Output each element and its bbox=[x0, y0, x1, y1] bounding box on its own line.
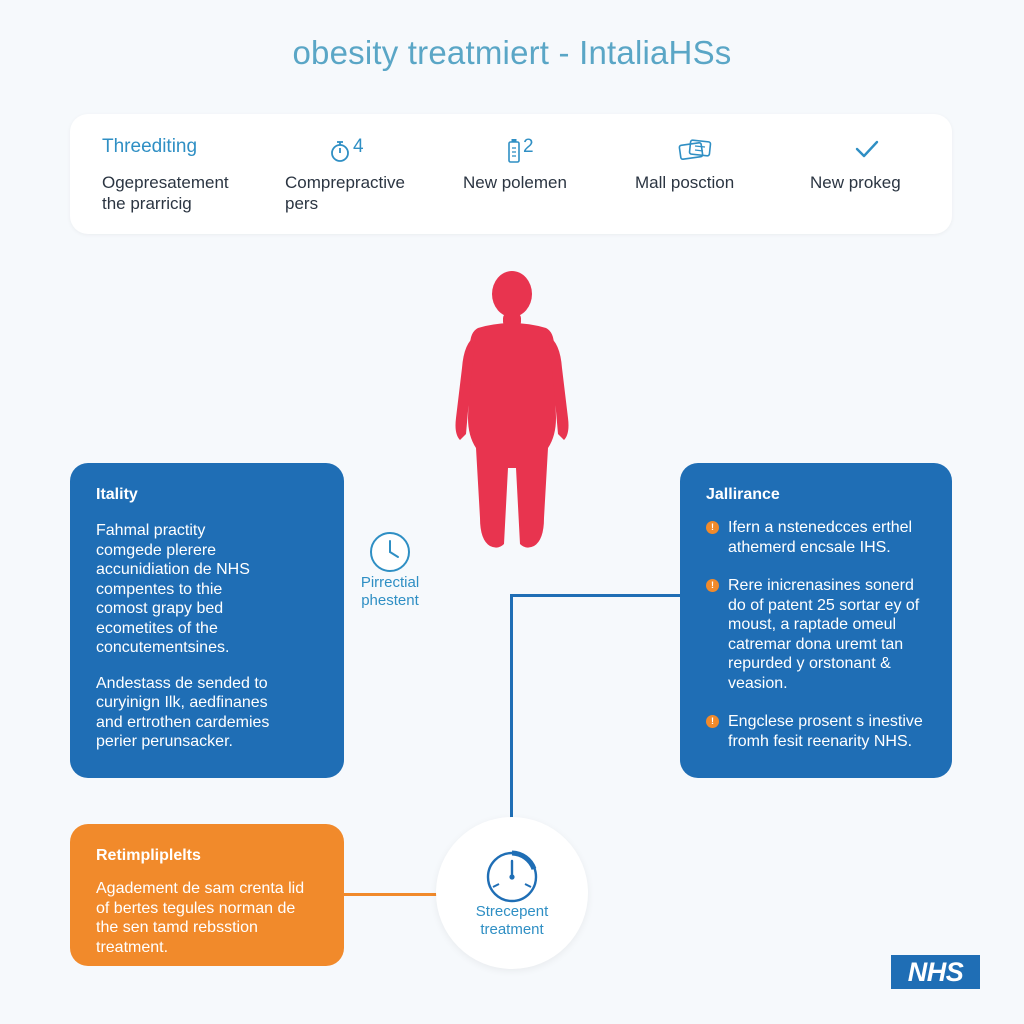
right-info-card: Jallirance ! Ifern a nstenedcces erthel … bbox=[680, 463, 952, 778]
summary-item-text: Ogepresatement the prarricig bbox=[102, 173, 229, 213]
summary-item-text: New polemen bbox=[463, 173, 567, 192]
orange-info-card: Retimpliplelts Agadement de sam crenta l… bbox=[70, 824, 344, 966]
card-paragraph: Fahmal practity comgede plerere accunidi… bbox=[96, 522, 250, 656]
summary-bar: Threediting Ogepresatement the prarricig… bbox=[70, 114, 952, 234]
connector-line bbox=[344, 893, 438, 896]
summary-item-3: 2 New polemen bbox=[463, 114, 575, 234]
connector-line bbox=[510, 594, 513, 819]
ticket-icon bbox=[678, 139, 712, 161]
card-paragraph: Agadement de sam crenta lid of bertes te… bbox=[96, 880, 305, 956]
summary-item-4: Mall posction bbox=[635, 114, 747, 234]
summary-item-count: 2 bbox=[523, 136, 534, 157]
summary-item-text: Comprepractive pers bbox=[285, 173, 405, 213]
timer-icon bbox=[331, 141, 349, 162]
card-title: Itality bbox=[96, 486, 138, 503]
bullet-item: ! Rere inicrenasines sonerd do of patent… bbox=[706, 576, 926, 693]
card-paragraph: Andestass de sended to curyinign Ilk, ae… bbox=[96, 674, 270, 751]
card-title: Jallirance bbox=[706, 486, 780, 503]
bullet-item: ! Engclese prosent s inestive fromh fesi… bbox=[706, 712, 926, 751]
summary-item-5: New prokeg bbox=[810, 114, 915, 234]
clock-icon bbox=[370, 532, 410, 572]
treatment-node-label: Strecepent treatment bbox=[475, 903, 549, 938]
summary-item-text: Mall posction bbox=[635, 173, 735, 192]
connector-line bbox=[510, 594, 680, 597]
bullet-item: ! Ifern a nstenedcces erthel athemerd en… bbox=[706, 518, 926, 557]
alert-icon: ! bbox=[706, 521, 719, 534]
left-info-card: Itality Fahmal practity comgede plerere … bbox=[70, 463, 344, 778]
summary-item-heading: Threediting bbox=[102, 136, 198, 157]
alert-icon: ! bbox=[706, 715, 719, 728]
clock-label: Pirrectial phestent bbox=[360, 574, 420, 609]
stopwatch-icon bbox=[486, 850, 538, 903]
check-icon bbox=[855, 140, 879, 158]
summary-item-count: 4 bbox=[353, 136, 364, 157]
nhs-logo: NHS bbox=[891, 955, 980, 989]
human-body-icon bbox=[455, 271, 569, 548]
summary-item-2: 4 Comprepractive pers bbox=[285, 114, 425, 234]
battery-icon bbox=[508, 139, 520, 163]
card-title: Retimpliplelts bbox=[96, 847, 201, 864]
summary-item-text: New prokeg bbox=[810, 173, 901, 192]
treatment-node: Strecepent treatment bbox=[436, 817, 588, 969]
page-title: obesity treatmiert - IntaliaHSs bbox=[292, 34, 732, 71]
alert-icon: ! bbox=[706, 579, 719, 592]
